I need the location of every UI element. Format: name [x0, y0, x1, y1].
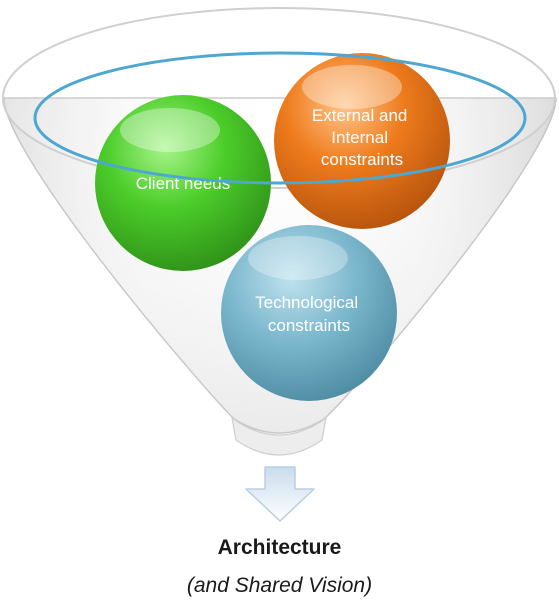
- client-needs-highlight: [120, 108, 220, 152]
- external-internal-constraints-label: External and Internal constraints: [312, 106, 412, 169]
- technological-constraints-circle: [221, 225, 397, 401]
- funnel-rim-inner: [33, 51, 527, 185]
- external-internal-constraints-circle: [274, 53, 450, 229]
- down-arrow-icon: [245, 466, 315, 522]
- input-technological-constraints: Technological constraints: [221, 225, 397, 401]
- external-internal-constraints-label-line-3: constraints: [321, 150, 403, 169]
- external-internal-constraints-label-line-2: Internal: [331, 128, 388, 147]
- input-client-needs: Client needs: [95, 95, 271, 271]
- output-subtitle: (and Shared Vision): [186, 574, 373, 597]
- technological-constraints-label: Technological constraints: [255, 293, 363, 335]
- technological-constraints-highlight: [248, 236, 348, 280]
- funnel-neck: [231, 416, 327, 456]
- technological-constraints-label-line-2: constraints: [268, 316, 350, 335]
- external-internal-constraints-label-line-1: External and: [312, 106, 407, 125]
- input-external-internal-constraints: External and Internal constraints: [274, 53, 450, 229]
- technological-constraints-label-line-1: Technological: [255, 293, 358, 312]
- external-internal-constraints-highlight: [302, 65, 402, 109]
- client-needs-circle: [95, 95, 271, 271]
- output-title: Architecture: [217, 536, 342, 559]
